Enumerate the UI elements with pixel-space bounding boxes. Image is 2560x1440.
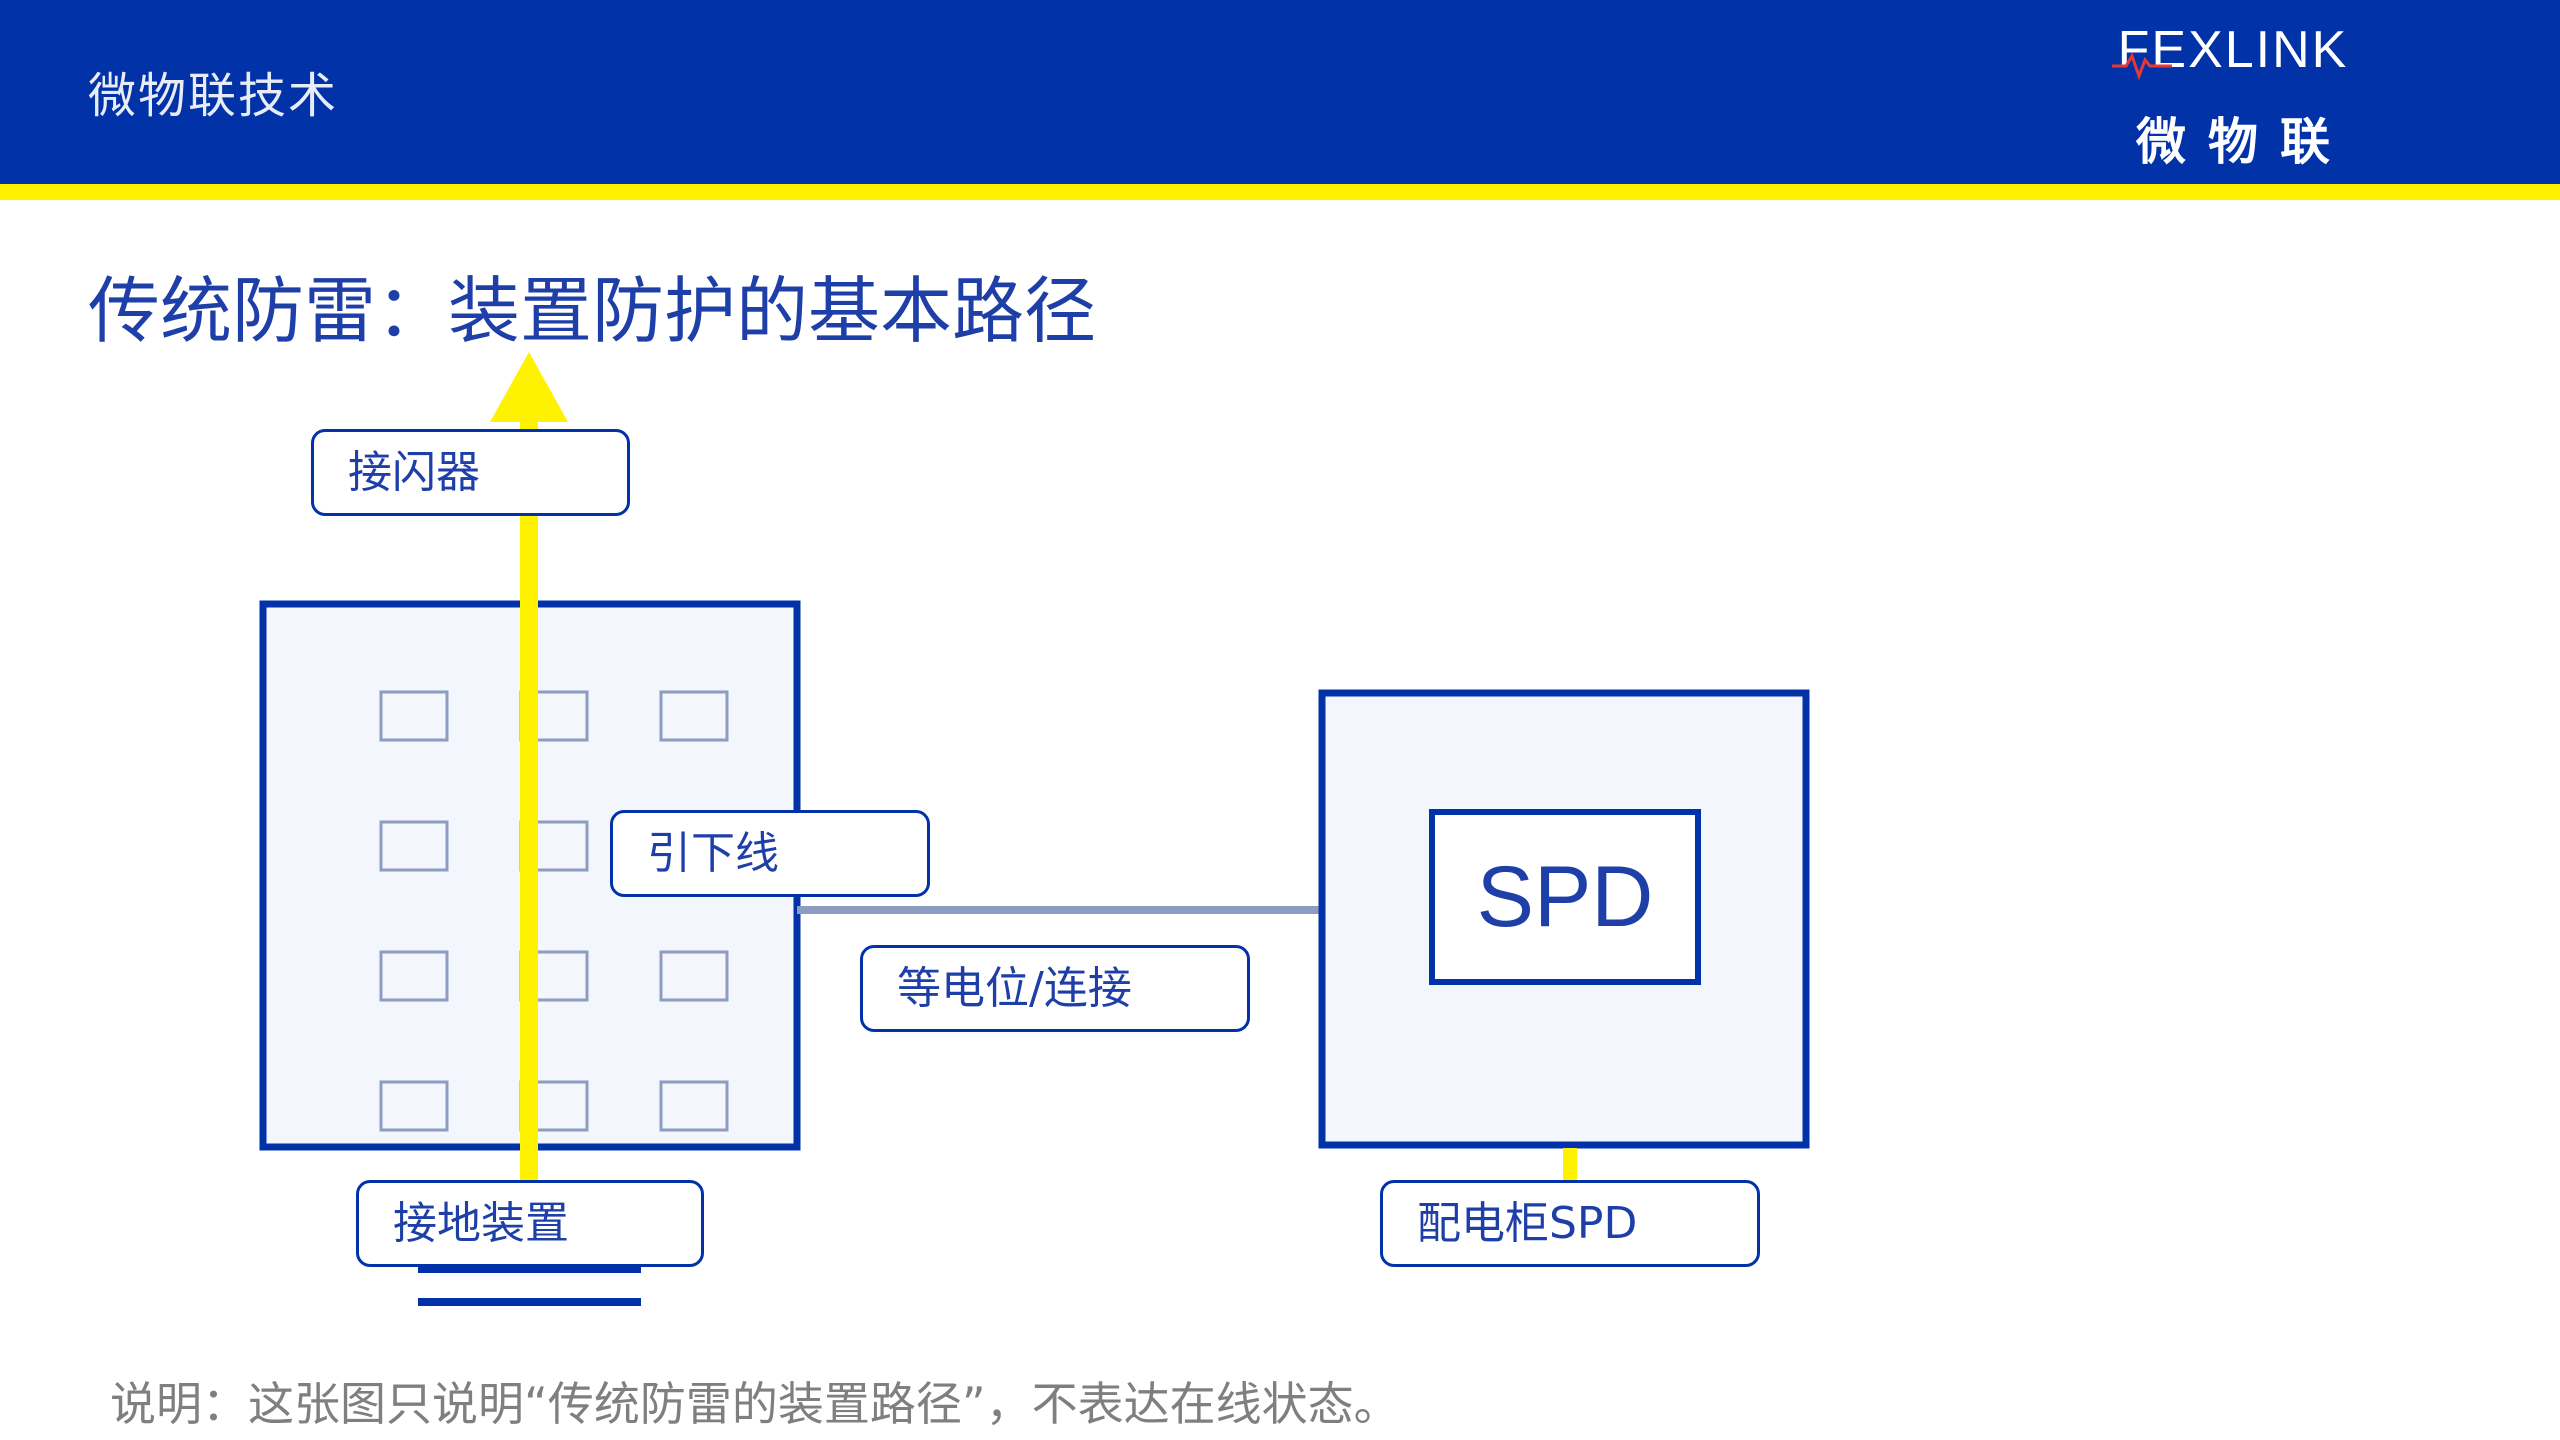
ground-plate-top bbox=[418, 1265, 641, 1273]
down-conductor-line bbox=[520, 420, 538, 1180]
footnote: 说明：这张图只说明“传统防雷的装置路径”，不表达在线状态。 bbox=[110, 1377, 1400, 1431]
heartbeat-icon bbox=[2112, 52, 2172, 80]
logo-chinese: 微物联 bbox=[2136, 113, 2352, 171]
label-cabinet-spd: 配电柜SPD bbox=[1380, 1180, 1760, 1267]
spd-module bbox=[1429, 809, 1701, 985]
label-down-conductor: 引下线 bbox=[610, 810, 930, 897]
label-bonding: 等电位/连接 bbox=[860, 945, 1250, 1032]
cabinet-ground-link bbox=[1563, 1148, 1577, 1182]
label-grounding: 接地装置 bbox=[356, 1180, 704, 1267]
window bbox=[379, 1080, 449, 1132]
window bbox=[379, 820, 449, 872]
window bbox=[659, 950, 729, 1002]
header-bar bbox=[0, 0, 2560, 184]
label-air-terminal: 接闪器 bbox=[311, 429, 630, 516]
header-accent-stripe bbox=[0, 184, 2560, 200]
window bbox=[379, 950, 449, 1002]
spd-label: SPD bbox=[1476, 848, 1654, 945]
ground-plate-bottom bbox=[418, 1298, 641, 1306]
window bbox=[379, 690, 449, 742]
window bbox=[659, 1080, 729, 1132]
logo-wordmark: FEXLINK bbox=[2117, 21, 2349, 79]
page-title: 传统防雷：装置防护的基本路径 bbox=[88, 269, 1097, 353]
brand-logo: FEXLINK 微物联 bbox=[2108, 20, 2358, 171]
company-name: 微物联技术 bbox=[88, 68, 339, 124]
window bbox=[659, 690, 729, 742]
up-arrow-icon bbox=[490, 352, 568, 422]
